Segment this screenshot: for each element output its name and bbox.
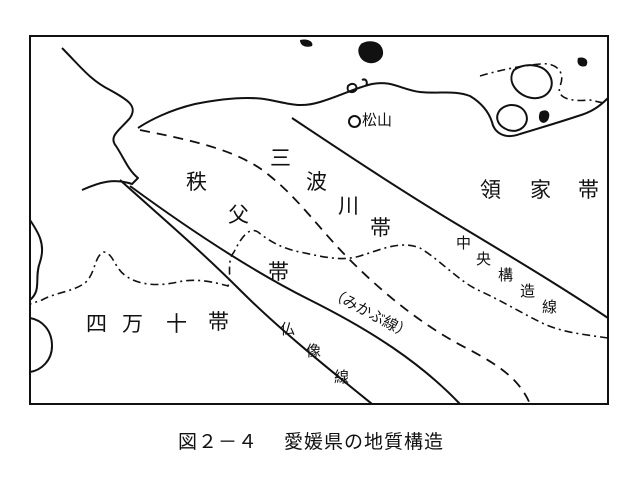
matsuyama-marker bbox=[348, 115, 361, 128]
label-mtl-2: 央 bbox=[476, 250, 492, 268]
sanbagawa-south-boundary bbox=[129, 185, 461, 405]
label-shimanto-2: 万 bbox=[122, 312, 143, 336]
label-mtl-3: 構 bbox=[498, 266, 514, 284]
label-butsuzo-1: 仏 bbox=[280, 320, 296, 338]
label-mtl-5: 線 bbox=[542, 298, 558, 316]
label-sanbagawa-3: 川 bbox=[338, 194, 359, 218]
label-sanbagawa-4: 帯 bbox=[370, 216, 391, 240]
city-label-matsuyama: 松山 bbox=[362, 111, 393, 129]
label-ryoke-2: 家 bbox=[530, 178, 551, 202]
butsuzo-line bbox=[119, 179, 373, 405]
geology-map bbox=[29, 35, 609, 405]
label-chichibu-2: 父 bbox=[228, 203, 249, 227]
figure-number: 図２－４ bbox=[178, 431, 259, 453]
label-butsuzo-3: 線 bbox=[334, 368, 350, 386]
island-north-1 bbox=[358, 41, 384, 64]
label-ryoke-3: 帯 bbox=[578, 178, 599, 202]
figure-title: 愛媛県の地質構造 bbox=[284, 431, 445, 453]
label-ryoke-1: 領 bbox=[480, 178, 501, 202]
island-small-1 bbox=[346, 82, 358, 94]
island-north-2 bbox=[300, 39, 313, 47]
label-mtl-1: 中 bbox=[456, 234, 472, 252]
mikabu-line bbox=[139, 129, 531, 405]
figure-caption: 図２－４ 愛媛県の地質構造 bbox=[178, 427, 444, 454]
island-east-4 bbox=[577, 57, 588, 67]
label-sanbagawa-2: 波 bbox=[306, 170, 327, 194]
coastline-north bbox=[61, 47, 609, 191]
label-sanbagawa-1: 三 bbox=[270, 146, 291, 170]
coastline-west bbox=[29, 219, 54, 373]
median-tectonic-line bbox=[291, 117, 609, 319]
label-chichibu-1: 秩 bbox=[186, 170, 207, 194]
label-shimanto-3: 十 bbox=[166, 312, 187, 336]
island-east-1 bbox=[496, 104, 528, 132]
island-east-3 bbox=[538, 110, 550, 123]
label-shimanto-4: 帯 bbox=[208, 310, 229, 334]
label-shimanto-1: 四 bbox=[86, 312, 107, 336]
island-east-2 bbox=[510, 64, 553, 100]
label-mtl-4: 造 bbox=[520, 282, 536, 300]
label-chichibu-3: 帯 bbox=[268, 260, 289, 284]
label-butsuzo-2: 像 bbox=[306, 342, 322, 360]
prefecture-border-inland bbox=[29, 229, 609, 339]
island-small-2 bbox=[361, 78, 368, 87]
